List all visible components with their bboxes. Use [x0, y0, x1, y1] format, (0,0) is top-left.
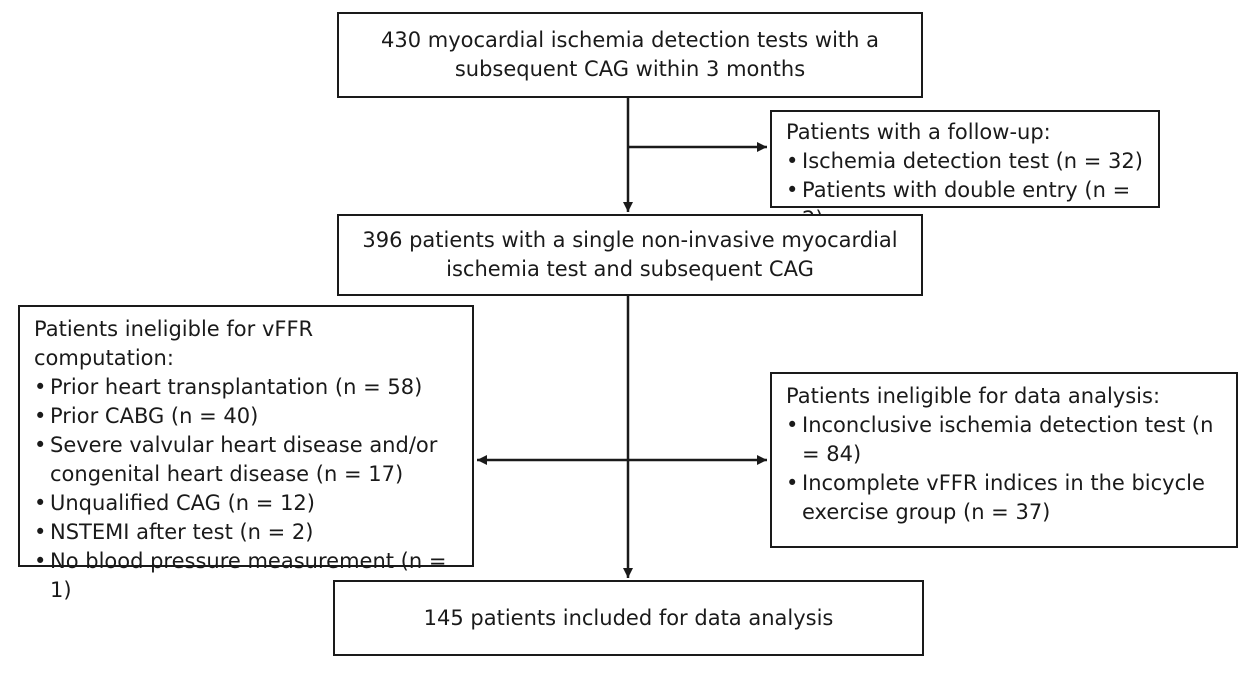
node-single-test-patients: 396 patients with a single non-invasive …: [337, 214, 923, 296]
list-item: Unqualified CAG (n = 12): [34, 489, 458, 518]
node-included-patients: 145 patients included for data analysis: [333, 580, 924, 656]
node-initial-tests: 430 myocardial ischemia detection tests …: [337, 12, 923, 98]
node-analysis-ineligible: Patients ineligible for data analysis: I…: [770, 372, 1238, 548]
node-included-line-1: 145 patients included for data analysis: [423, 605, 834, 630]
node-initial-tests-line-1: 430 myocardial ischemia detection tests …: [381, 28, 879, 52]
list-item: Severe valvular heart disease and/or con…: [34, 431, 458, 489]
node-analysis-ineligible-list: Inconclusive ischemia detection test (n …: [786, 411, 1222, 527]
node-vffr-ineligible-title: Patients ineligible for vFFR computation…: [34, 317, 314, 370]
node-single-test-line-1: 396 patients with a single non-invasive …: [362, 228, 898, 252]
node-vffr-ineligible: Patients ineligible for vFFR computation…: [18, 305, 474, 602]
list-item: Incomplete vFFR indices in the bicycle e…: [786, 469, 1222, 527]
node-analysis-ineligible-title: Patients ineligible for data analysis:: [786, 384, 1161, 408]
list-item: NSTEMI after test (n = 2): [34, 518, 458, 547]
node-followup-exclusion-list: Ischemia detection test (n = 32) Patient…: [786, 147, 1144, 234]
node-followup-exclusion-title: Patients with a follow-up:: [786, 120, 1051, 144]
list-item: Inconclusive ischemia detection test (n …: [786, 411, 1222, 469]
list-item: Prior CABG (n = 40): [34, 402, 458, 431]
node-single-test-line-2: ischemia test and subsequent CAG: [446, 257, 814, 281]
list-item: Prior heart transplantation (n = 58): [34, 373, 458, 402]
list-item: Patients with double entry (n = 2): [786, 176, 1144, 234]
node-vffr-ineligible-list: Prior heart transplantation (n = 58) Pri…: [34, 373, 458, 605]
list-item: Ischemia detection test (n = 32): [786, 147, 1144, 176]
node-initial-tests-line-2: subsequent CAG within 3 months: [454, 57, 806, 81]
node-followup-exclusion: Patients with a follow-up: Ischemia dete…: [770, 110, 1160, 231]
list-item: No blood pressure measurement (n = 1): [34, 547, 458, 605]
